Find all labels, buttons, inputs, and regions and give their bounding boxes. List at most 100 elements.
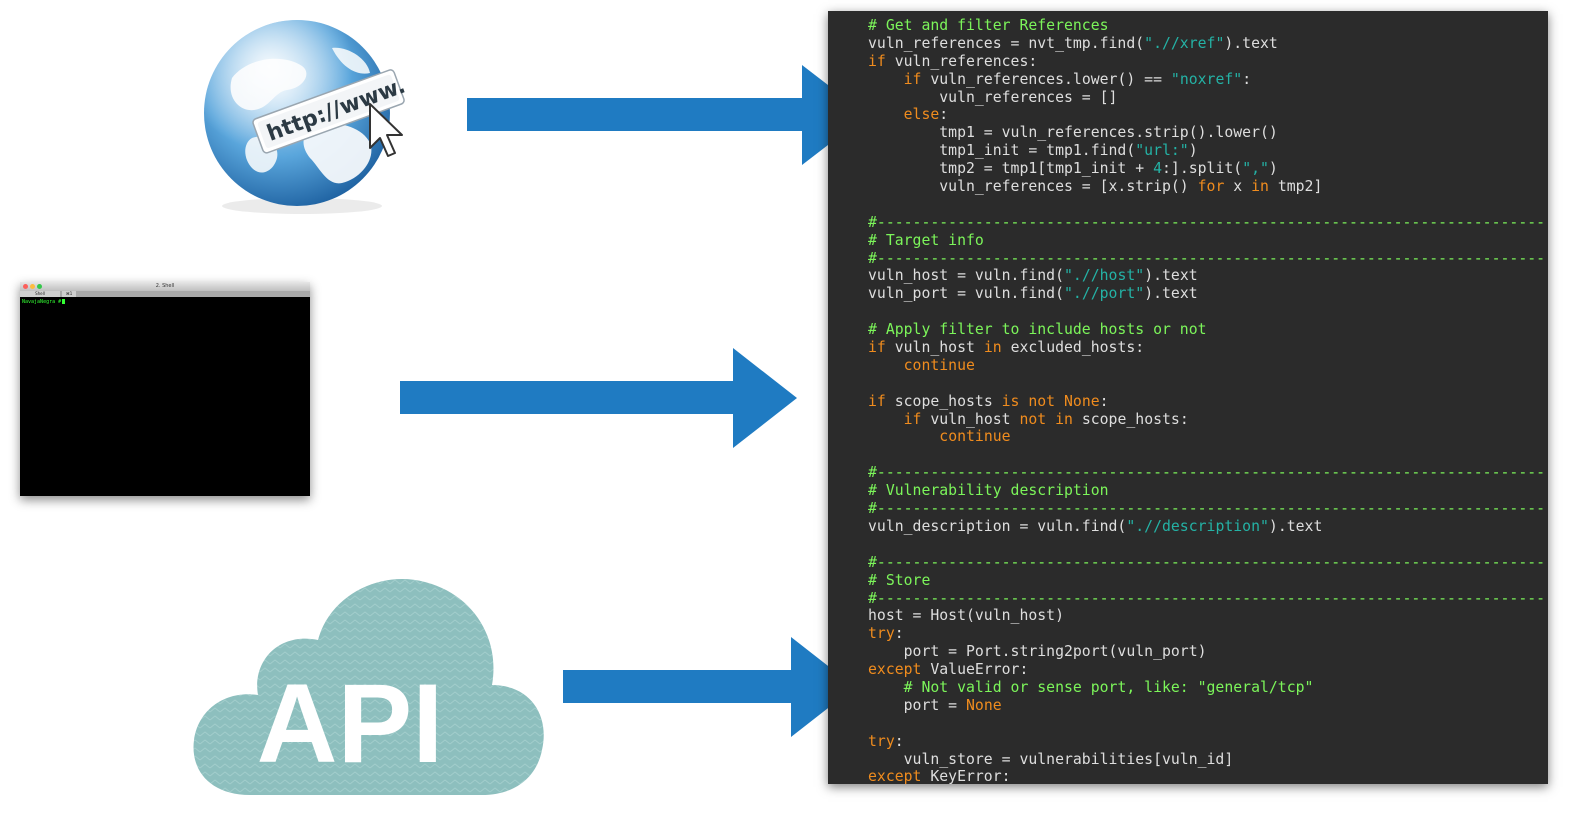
code-token-plain: :	[1242, 70, 1252, 88]
terminal-tab-shortcut: ⌘1	[62, 291, 76, 297]
code-token-keyword: in	[1251, 178, 1269, 196]
code-line: #---------------------------------------…	[868, 500, 1545, 518]
code-line: vuln_description = vuln.find(".//descrip…	[868, 518, 1545, 536]
code-token-plain: vuln_references = []	[868, 88, 1118, 106]
code-line: port = None	[868, 697, 1545, 715]
code-token-string: "noxref"	[1170, 70, 1243, 88]
terminal-window-title: 2. Shell	[155, 283, 175, 289]
code-line	[868, 446, 1545, 464]
code-line: if vuln_references:	[868, 53, 1545, 71]
code-token-plain: vuln_host	[921, 410, 1020, 428]
code-token-plain: ValueError:	[921, 661, 1029, 679]
code-token-plain: vuln_references.lower() ==	[921, 70, 1171, 88]
terminal-tab-shell: Shell	[20, 291, 60, 297]
code-token-plain: vuln_store = vulnerabilities[vuln_id]	[868, 750, 1234, 768]
code-line: tmp1_init = tmp1.find("url:")	[868, 142, 1545, 160]
code-token-keyword: if	[868, 339, 886, 357]
code-line: if vuln_host in excluded_hosts:	[868, 339, 1545, 357]
code-token-plain	[868, 428, 939, 445]
arrow-web-to-code	[467, 65, 867, 165]
code-token-plain: vuln_port = vuln.find(	[868, 285, 1064, 303]
code-line	[868, 196, 1545, 214]
code-token-keyword: for	[1197, 178, 1225, 196]
terminal-titlebar: 2. Shell	[20, 282, 310, 291]
code-token-comment: #---------------------------------------…	[868, 249, 1546, 267]
code-token-plain: )	[1188, 142, 1198, 160]
zoom-dot-icon	[37, 284, 42, 289]
code-token-plain: KeyError:	[921, 768, 1011, 784]
api-label: API	[257, 661, 444, 786]
code-line: except ValueError:	[868, 661, 1545, 679]
code-line	[868, 536, 1545, 554]
code-line: tmp2 = tmp1[tmp1_init + 4:].split(",")	[868, 160, 1545, 178]
code-line: try:	[868, 625, 1545, 643]
code-line: # Target info	[868, 232, 1545, 250]
terminal-prompt: NavajaNegra #	[22, 299, 66, 305]
code-line: # Store	[868, 572, 1545, 590]
code-line: #---------------------------------------…	[868, 590, 1545, 608]
code-token-plain: x	[1224, 178, 1252, 196]
terminal-tabbar: Shell ⌘1	[20, 291, 310, 297]
code-token-string: ","	[1242, 160, 1269, 178]
code-line: if vuln_references.lower() == "noxref":	[868, 71, 1545, 89]
code-token-plain: :	[939, 106, 949, 124]
code-line	[868, 715, 1545, 733]
code-token-plain	[868, 357, 904, 374]
code-token-comment: # Not valid or sense port, like: "genera…	[903, 678, 1314, 696]
code-line: continue	[868, 428, 1545, 446]
code-token-plain: tmp1_init = tmp1.find(	[868, 142, 1136, 160]
code-token-plain: )	[1268, 160, 1278, 178]
api-cloud-icon: API	[190, 570, 550, 800]
code-token-plain: :	[894, 625, 904, 643]
code-line: #---------------------------------------…	[868, 464, 1545, 482]
arrow-shape	[467, 65, 867, 165]
code-line: vuln_host = vuln.find(".//host").text	[868, 267, 1545, 285]
code-token-plain: vuln_references = nvt_tmp.find(	[868, 34, 1145, 52]
code-token-number: 4	[1153, 160, 1162, 178]
code-token-plain: ).text	[1268, 517, 1323, 535]
code-line: vuln_references = [x.strip() for x in tm…	[868, 178, 1545, 196]
arrow-api-to-code	[563, 637, 863, 737]
code-token-comment: # Store	[868, 571, 931, 589]
code-line: else:	[868, 106, 1545, 124]
code-line: vuln_store = vulnerabilities[vuln_id]	[868, 751, 1545, 769]
code-line: continue	[868, 357, 1545, 375]
code-token-comment: # Target info	[868, 231, 984, 249]
code-token-keyword: None	[966, 696, 1002, 714]
code-token-keyword: if	[903, 70, 922, 88]
code-token-plain	[868, 411, 904, 428]
code-token-comment: #---------------------------------------…	[868, 589, 1546, 607]
code-token-plain: tmp1 = vuln_references.strip().lower()	[868, 124, 1278, 142]
code-line: port = Port.string2port(vuln_port)	[868, 643, 1545, 661]
code-token-keyword: else	[903, 106, 940, 124]
code-token-plain	[868, 106, 904, 123]
code-line: try:	[868, 733, 1545, 751]
code-token-plain: ).text	[1144, 285, 1198, 303]
arrow-terminal-to-code	[400, 348, 800, 448]
code-token-string: "url:"	[1135, 142, 1189, 160]
code-token-keyword: not in	[1019, 410, 1073, 428]
terminal-cursor	[62, 299, 66, 304]
code-token-comment: #---------------------------------------…	[868, 464, 1546, 482]
terminal-prompt-text: NavajaNegra #	[22, 299, 62, 305]
code-token-comment: #---------------------------------------…	[868, 553, 1546, 571]
code-token-plain: vuln_references:	[885, 52, 1038, 70]
code-token-plain	[868, 71, 904, 88]
globe-web-icon: http://www.	[192, 18, 412, 218]
minimize-dot-icon	[30, 284, 35, 289]
close-dot-icon	[23, 284, 28, 289]
code-token-keyword: if	[868, 52, 886, 70]
code-token-keyword: except	[868, 768, 922, 784]
code-token-plain: port = Port.string2port(vuln_port)	[868, 643, 1207, 661]
code-token-plain: vuln_references = [x.strip()	[868, 178, 1198, 196]
code-token-comment: # Apply filter to include hosts or not	[868, 321, 1207, 339]
code-token-comment: #---------------------------------------…	[868, 500, 1546, 518]
code-line: # Apply filter to include hosts or not	[868, 321, 1545, 339]
code-token-keyword: continue	[939, 428, 1011, 446]
code-line: except KeyError:	[868, 768, 1545, 784]
code-token-plain: ).text	[1224, 34, 1278, 52]
code-token-keyword: continue	[903, 356, 975, 374]
code-token-string: ".//port"	[1064, 285, 1145, 303]
code-token-comment: # Vulnerability description	[868, 482, 1109, 500]
